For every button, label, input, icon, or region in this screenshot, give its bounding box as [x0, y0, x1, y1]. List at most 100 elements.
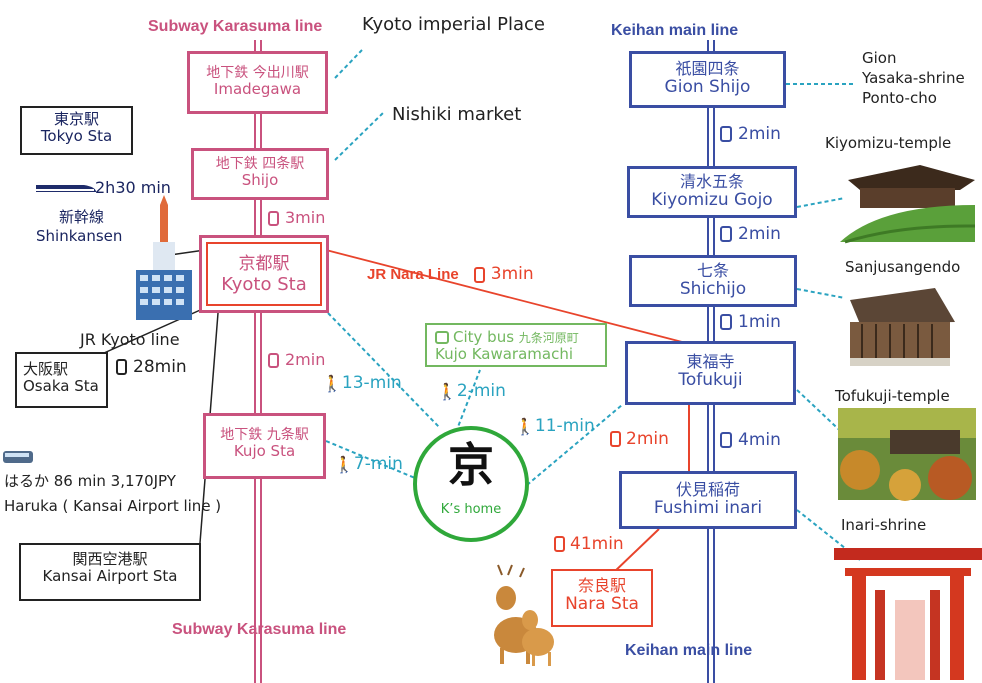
bus-icon [435, 331, 449, 344]
keihan-line-title-bottom: Keihan main line [625, 642, 753, 659]
subway-time-shijo-kyoto: 3min [268, 208, 325, 227]
walk-bus: 🚶2-min [437, 381, 506, 401]
spot-inari: Inari-shrine [841, 516, 927, 534]
station-kiyomizu-gojo[interactable]: 清水五条 Kiyomizu Gojo [627, 166, 797, 218]
station-shijo-jp: 地下鉄 四条駅 [215, 156, 305, 172]
station-kyoto-en: Kyoto Sta [221, 273, 307, 295]
station-osaka-jp: 大阪駅 [23, 360, 69, 378]
keihan-time-gion-kiyomizu: 2min [720, 124, 781, 144]
city-bus-line: City bus 九条河原町 [435, 328, 579, 346]
city-bus-stop-en: Kujo Kawaramachi [435, 345, 574, 364]
station-imadegawa-jp: 地下鉄 今出川駅 [206, 65, 309, 81]
kyoto-tower-illustration [136, 195, 192, 320]
station-kyoto[interactable]: 京都駅 Kyoto Sta [199, 235, 329, 313]
station-tofukuji-en: Tofukuji [678, 370, 743, 391]
train-icon [268, 211, 279, 226]
spot-gion: Gion Yasaka-shrine Ponto-cho [862, 49, 965, 107]
station-kujo-jp: 地下鉄 九条駅 [220, 427, 309, 443]
keihan-time-shichijo-tofukuji: 1min [720, 312, 781, 332]
jr-kyoto-line: JR Kyoto line [80, 330, 180, 349]
station-kiyomizu-gojo-en: Kiyomizu Gojo [651, 190, 773, 211]
station-nara-jp: 奈良駅 [577, 576, 626, 595]
station-tofukuji-jp: 東福寺 [686, 352, 735, 371]
station-osaka[interactable]: 大阪駅 Osaka Sta [15, 352, 108, 408]
station-fushimi-inari[interactable]: 伏見稲荷 Fushimi inari [619, 471, 797, 529]
station-tokyo-jp: 東京駅 [53, 110, 99, 128]
spot-sanjusangendo: Sanjusangendo [845, 258, 961, 276]
shinkansen-en: Shinkansen [36, 227, 123, 245]
station-imadegawa[interactable]: 地下鉄 今出川駅 Imadegawa [187, 51, 328, 114]
station-kansai-jp: 関西空港駅 [72, 550, 148, 568]
kiyomizu-illustration [840, 165, 976, 244]
walking-icon: 🚶 [322, 373, 342, 393]
train-icon [610, 431, 621, 447]
train-icon [720, 432, 732, 448]
ks-home-logo: 京 [448, 438, 494, 492]
station-fushimi-inari-en: Fushimi inari [653, 498, 763, 519]
keihan-time-kiyomizu-shichijo: 2min [720, 224, 781, 244]
city-bus-stop[interactable]: City bus 九条河原町 Kujo Kawaramachi [425, 323, 607, 367]
subway-time-kyoto-kujo: 2min [268, 350, 325, 369]
haruka-train-illustration [3, 451, 33, 463]
jr-time-tofukuji-fushimi: 2min [610, 429, 669, 449]
station-nara[interactable]: 奈良駅 Nara Sta [551, 569, 653, 627]
subway-line-title-top: Subway Karasuma line [148, 18, 323, 35]
tofukuji-photo [838, 408, 976, 501]
sanjusangendo-illustration [850, 288, 955, 366]
train-icon [473, 266, 485, 283]
station-osaka-en: Osaka Sta [23, 377, 99, 396]
shinkansen-time: 2h30 min [95, 178, 171, 197]
station-shichijo-en: Shichijo [679, 279, 747, 300]
spot-imperial-palace: Kyoto imperial Place [362, 14, 545, 35]
walk-tofukuji: 🚶11-min [515, 416, 595, 436]
station-fushimi-inari-jp: 伏見稲荷 [675, 480, 740, 499]
station-shijo[interactable]: 地下鉄 四条駅 Shijo [191, 148, 329, 200]
station-tokyo[interactable]: 東京駅 Tokyo Sta [20, 106, 133, 155]
jr-time-fushimi-nara: 41min [554, 534, 624, 554]
station-kansai-en: Kansai Airport Sta [42, 567, 178, 586]
inari-torii-illustration [834, 548, 982, 680]
train-icon [554, 536, 565, 552]
jr-nara-line: JR Nara Line 3min [367, 264, 534, 284]
haruka-info: はるか 86 min 3,170JPY [4, 472, 176, 490]
station-kujo[interactable]: 地下鉄 九条駅 Kujo Sta [203, 413, 326, 479]
station-tofukuji[interactable]: 東福寺 Tofukuji [625, 341, 796, 405]
station-kujo-en: Kujo Sta [233, 442, 296, 461]
subway-line-title-bottom: Subway Karasuma line [172, 621, 347, 638]
station-shichijo-jp: 七条 [696, 261, 729, 280]
spot-kiyomizu: Kiyomizu-temple [825, 134, 952, 152]
station-shichijo[interactable]: 七条 Shichijo [629, 255, 797, 307]
deer-illustration [494, 564, 554, 666]
jr-nara-line-label: JR Nara Line [367, 266, 459, 283]
station-nara-en: Nara Sta [565, 594, 639, 615]
walking-icon: 🚶 [437, 381, 457, 401]
spot-tofukuji: Tofukuji-temple [835, 387, 950, 405]
keihan-line-title-top: Keihan main line [611, 22, 739, 39]
ks-home-name: K’s home [440, 502, 502, 517]
keihan-time-tofukuji-fushimi: 4min [720, 430, 781, 450]
shinkansen-jp: 新幹線 [59, 208, 105, 226]
station-shijo-en: Shijo [241, 171, 279, 190]
walking-icon: 🚶 [515, 416, 535, 436]
train-icon [720, 314, 732, 330]
station-kansai-airport[interactable]: 関西空港駅 Kansai Airport Sta [19, 543, 201, 601]
ks-home[interactable]: 京 K’s home [430, 442, 512, 517]
station-gion-shijo-en: Gion Shijo [664, 77, 751, 98]
station-kiyomizu-gojo-jp: 清水五条 [679, 172, 744, 191]
station-kyoto-jp: 京都駅 [238, 254, 290, 274]
station-gion-shijo-jp: 祇園四条 [675, 59, 740, 78]
spot-nishiki: Nishiki market [392, 104, 522, 125]
station-imadegawa-en: Imadegawa [213, 80, 302, 99]
osaka-time: 28min [116, 357, 187, 377]
walk-kujo: 🚶7-min [334, 454, 403, 474]
shinkansen-illustration [36, 185, 96, 192]
haruka-line: Haruka ( Kansai Airport line ) [4, 497, 222, 515]
train-icon [268, 353, 279, 368]
station-gion-shijo[interactable]: 祇園四条 Gion Shijo [629, 51, 786, 108]
train-icon [720, 226, 732, 242]
train-icon [116, 359, 127, 375]
station-tokyo-en: Tokyo Sta [40, 127, 113, 146]
walking-icon: 🚶 [334, 454, 354, 474]
walk-kyoto: 🚶13-min [322, 373, 402, 393]
